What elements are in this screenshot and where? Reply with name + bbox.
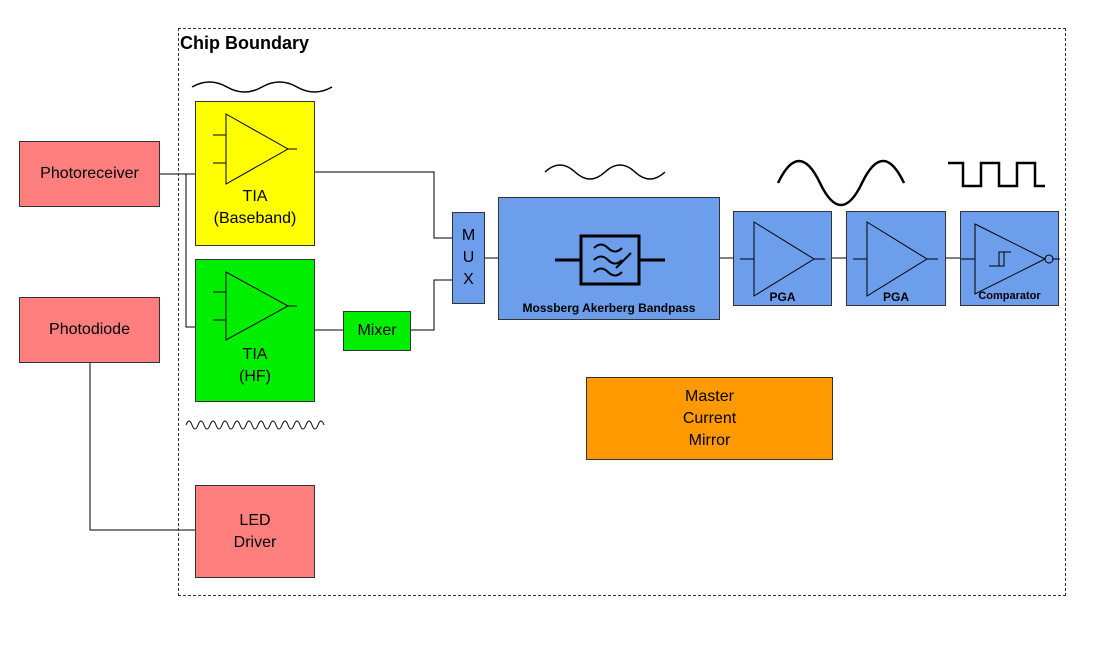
mux-letter-u: U — [462, 249, 475, 266]
photodiode-block[interactable]: Photodiode — [19, 297, 160, 363]
wire-photoreceiver-tia-hf — [160, 173, 195, 328]
photoreceiver-label: Photoreceiver — [40, 165, 139, 182]
tia-hf-block[interactable]: TIA (HF) — [195, 259, 315, 402]
master-current-mirror-block[interactable]: Master Current Mirror — [586, 377, 833, 460]
comparator-block[interactable]: Comparator — [960, 211, 1060, 306]
waveform-hf — [185, 420, 325, 430]
pga-2-block[interactable]: PGA — [846, 211, 946, 306]
comparator-icon — [961, 223, 1060, 295]
wire-mixer-mux — [411, 279, 452, 331]
tia-hf-label: TIA (HF) — [239, 346, 271, 385]
comparator-label: Comparator — [978, 290, 1041, 302]
photoreceiver-block[interactable]: Photoreceiver — [19, 141, 160, 207]
amplifier-icon — [213, 271, 297, 341]
mixer-label: Mixer — [357, 322, 397, 339]
tia-baseband-block[interactable]: TIA (Baseband) — [195, 101, 315, 246]
bandpass-label: Mossberg Akerberg Bandpass — [522, 301, 696, 315]
wire-photodiode-led — [89, 362, 195, 531]
amplifier-icon — [853, 221, 938, 297]
master-current-mirror-label: Master Current Mirror — [682, 387, 737, 449]
amplifier-icon — [213, 113, 297, 185]
chip-boundary-title: Chip Boundary — [180, 33, 309, 53]
led-driver-label: LED Driver — [233, 511, 277, 551]
pga-1-block[interactable]: PGA — [733, 211, 832, 306]
chip-boundary — [178, 28, 1066, 596]
led-driver-block[interactable]: LED Driver — [195, 485, 315, 578]
mixer-block[interactable]: Mixer — [343, 311, 411, 351]
waveform-baseband — [191, 81, 333, 93]
pga-2-label: PGA — [882, 290, 909, 304]
tia-baseband-label: TIA (Baseband) — [213, 188, 297, 227]
bandpass-block[interactable]: Mossberg Akerberg Bandpass — [498, 197, 720, 320]
bandpass-filter-icon — [555, 234, 665, 286]
amplifier-icon — [740, 221, 825, 297]
mux-letter-x: X — [463, 271, 474, 288]
pga-1-label: PGA — [769, 290, 796, 304]
waveform-filtered — [544, 164, 666, 180]
waveform-amplified — [776, 160, 906, 206]
mux-letter-m: M — [461, 227, 476, 244]
mux-block[interactable]: M U X — [452, 212, 485, 304]
wire-tiabb-mux — [314, 171, 452, 239]
waveform-square — [948, 161, 1045, 188]
photodiode-label: Photodiode — [49, 321, 130, 338]
